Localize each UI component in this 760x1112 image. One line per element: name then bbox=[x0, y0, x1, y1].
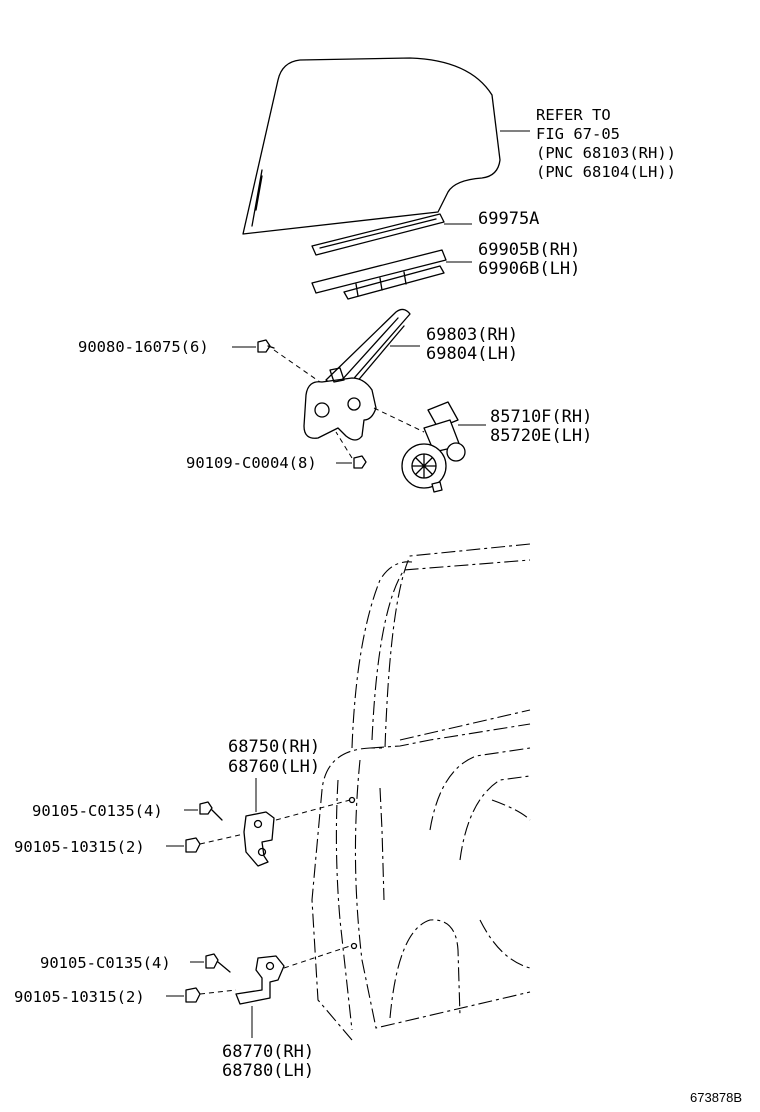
motor-bolt bbox=[353, 455, 367, 469]
label-90109-c0004: 90109-C0004(8) bbox=[186, 454, 317, 472]
door-body bbox=[311, 543, 531, 1041]
glass-ref-line-1: REFER TO bbox=[536, 106, 611, 124]
upper-hinge-bolt-b bbox=[185, 837, 201, 853]
window-regulator bbox=[303, 308, 411, 441]
label-90105-c0135-upper: 90105-C0135(4) bbox=[32, 802, 163, 820]
lower-hinge-hole bbox=[350, 942, 358, 950]
glass-ref-line-2: FIG 67-05 bbox=[536, 125, 620, 143]
label-69803: 69803(RH) bbox=[426, 325, 518, 345]
label-90080-16075: 90080-16075(6) bbox=[78, 338, 209, 356]
label-90105-10315-lower: 90105-10315(2) bbox=[14, 988, 145, 1006]
label-68780: 68780(LH) bbox=[222, 1061, 314, 1081]
label-68750: 68750(RH) bbox=[228, 737, 320, 757]
upper-run-channel bbox=[311, 213, 445, 256]
label-69905b: 69905B(RH) bbox=[478, 240, 580, 260]
regulator-bolt-path bbox=[273, 349, 321, 383]
figure-id: 673878B bbox=[690, 1090, 742, 1105]
upper-bolt-b-path bbox=[199, 833, 245, 845]
label-85710f: 85710F(RH) bbox=[490, 407, 592, 427]
lower-hinge-bolt-a bbox=[205, 953, 231, 973]
door-glass bbox=[242, 57, 501, 235]
label-69906b: 69906B(LH) bbox=[478, 259, 580, 279]
upper-hinge-path bbox=[275, 799, 351, 821]
glass-reference-callout: REFER TO FIG 67-05 (PNC 68103(RH)) (PNC … bbox=[536, 106, 676, 181]
upper-hinge-hole bbox=[348, 796, 356, 804]
upper-hinge-bolt-a bbox=[199, 801, 223, 821]
label-85720e: 85720E(LH) bbox=[490, 426, 592, 446]
glass-ref-line-4: (PNC 68104(LH)) bbox=[536, 163, 676, 181]
lower-hinge bbox=[235, 955, 285, 1005]
motor-path bbox=[373, 407, 425, 433]
label-69975a: 69975A bbox=[478, 209, 539, 229]
lower-hinge-path bbox=[283, 945, 351, 969]
label-69804: 69804(LH) bbox=[426, 344, 518, 364]
upper-hinge bbox=[243, 811, 275, 867]
lower-run-channel bbox=[311, 249, 447, 300]
regulator-bolt bbox=[257, 339, 275, 353]
label-90105-c0135-lower: 90105-C0135(4) bbox=[40, 954, 171, 972]
glass-ref-line-3: (PNC 68103(RH)) bbox=[536, 144, 676, 162]
label-68760: 68760(LH) bbox=[228, 757, 320, 777]
label-90105-10315-upper: 90105-10315(2) bbox=[14, 838, 145, 856]
lower-hinge-bolt-b bbox=[185, 987, 201, 1003]
label-68770: 68770(RH) bbox=[222, 1042, 314, 1062]
regulator-motor bbox=[401, 401, 466, 493]
lower-bolt-b-path bbox=[199, 989, 237, 995]
